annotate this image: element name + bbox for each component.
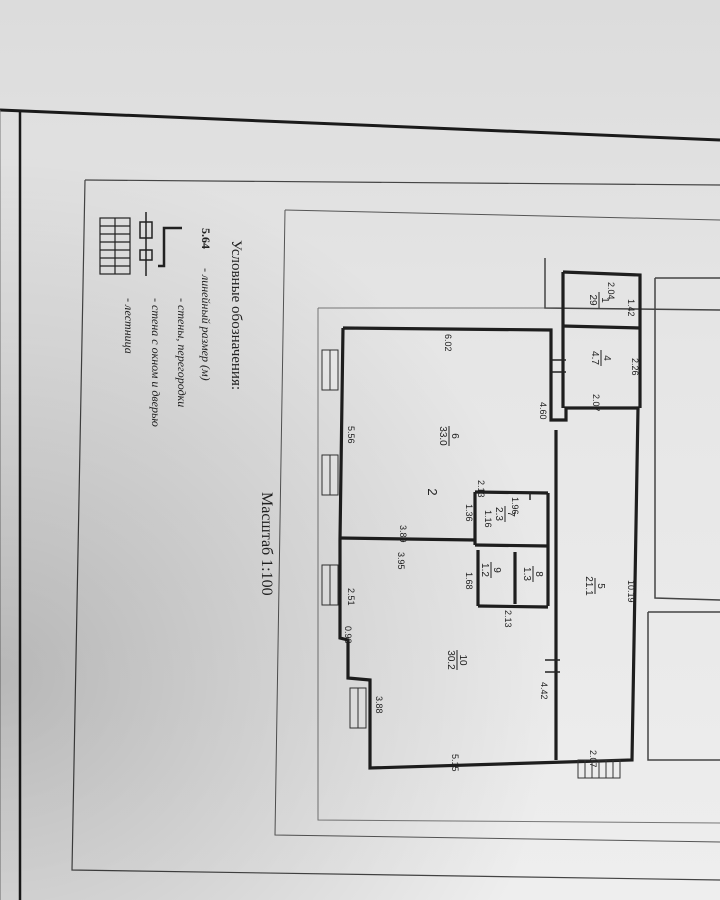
inner-border-top — [84, 179, 720, 186]
legend-item: - лестница — [122, 298, 136, 354]
legend-item: - стена с окном и дверью — [149, 298, 163, 427]
building-walls — [338, 270, 642, 770]
dim-label: 0.93 — [343, 626, 353, 644]
dim-label: 2.04 — [606, 282, 616, 300]
legend-title: Условные обозначения: — [228, 240, 244, 390]
dim-label: 2.07 — [588, 750, 598, 768]
dim-label: 3.95 — [396, 552, 406, 570]
dim-label: 5.15 — [450, 754, 460, 772]
dim-label: 1.42 — [626, 299, 636, 317]
legend-item: - линейный размер (м) — [199, 268, 213, 381]
floor-number: 2 — [425, 488, 440, 495]
svg-text:29: 29 — [587, 294, 598, 306]
plot-border — [274, 209, 720, 843]
scale-label: Масштаб 1:100 — [258, 492, 275, 596]
dim-label: 4.60 — [538, 402, 548, 420]
inner-border — [71, 179, 720, 881]
dim-label: 4.42 — [539, 682, 549, 700]
dim-label: 1.96 — [510, 497, 520, 515]
outer-frame-top — [0, 108, 720, 142]
svg-text:10: 10 — [457, 654, 468, 666]
room-label-4: 44.7 — [589, 350, 612, 366]
room-label-6: 633.0 — [437, 426, 460, 446]
room-label-8: 81.3 — [521, 566, 544, 582]
dim-label: 10.19 — [626, 580, 636, 603]
room-label-7: 72.3 — [493, 506, 516, 522]
legend: Условные обозначения: 5.64 - линейный ра… — [99, 212, 244, 427]
room-labels: 129 44.7 633.0 72.3 81.3 91.2 521.1 1030… — [425, 292, 612, 670]
dim-label: 1.16 — [483, 510, 493, 528]
svg-text:1.3: 1.3 — [521, 567, 532, 581]
svg-text:9: 9 — [491, 567, 502, 573]
dim-label: 2.26 — [630, 358, 640, 376]
svg-text:8: 8 — [533, 571, 544, 577]
room-label-1: 129 — [587, 292, 610, 308]
svg-text:7: 7 — [505, 511, 516, 517]
dim-label: 3.89 — [398, 525, 408, 543]
windows — [321, 349, 367, 729]
dim-label: 2.13 — [476, 480, 486, 498]
svg-text:30.2: 30.2 — [445, 650, 456, 670]
dim-label: 1.68 — [464, 572, 474, 590]
dim-label: 3.88 — [374, 696, 384, 714]
wall-symbol-icon — [158, 226, 182, 268]
dimension-labels: 2.04 1.42 2.26 2.07 6.02 5.56 4.60 1.96 … — [343, 282, 640, 772]
svg-text:2.3: 2.3 — [493, 507, 504, 521]
dim-label: 6.02 — [443, 334, 453, 352]
neighbour-building — [654, 278, 720, 601]
legend-item: - стены, перегородки — [175, 298, 189, 407]
dim-label: 5.56 — [346, 426, 356, 444]
svg-text:4.7: 4.7 — [589, 351, 600, 365]
window-door-symbol-icon — [139, 212, 153, 276]
svg-text:1.2: 1.2 — [479, 563, 490, 577]
svg-text:5: 5 — [595, 583, 606, 589]
dim-label: 2.51 — [346, 588, 356, 606]
staircase-symbol-icon — [99, 217, 131, 275]
dim-label: 2.13 — [503, 610, 513, 628]
svg-text:33.0: 33.0 — [437, 426, 448, 446]
entrance-stairs — [577, 759, 621, 779]
room-label-9: 91.2 — [479, 562, 502, 578]
svg-text:21.1: 21.1 — [583, 576, 594, 596]
legend-sample-dim: 5.64 — [199, 228, 213, 249]
dim-label: 2.07 — [591, 394, 601, 412]
svg-text:6: 6 — [449, 433, 460, 439]
room-label-5: 521.1 — [583, 576, 606, 596]
svg-text:1: 1 — [599, 297, 610, 303]
dim-label: 1.36 — [464, 504, 474, 522]
svg-text:4: 4 — [601, 355, 612, 361]
